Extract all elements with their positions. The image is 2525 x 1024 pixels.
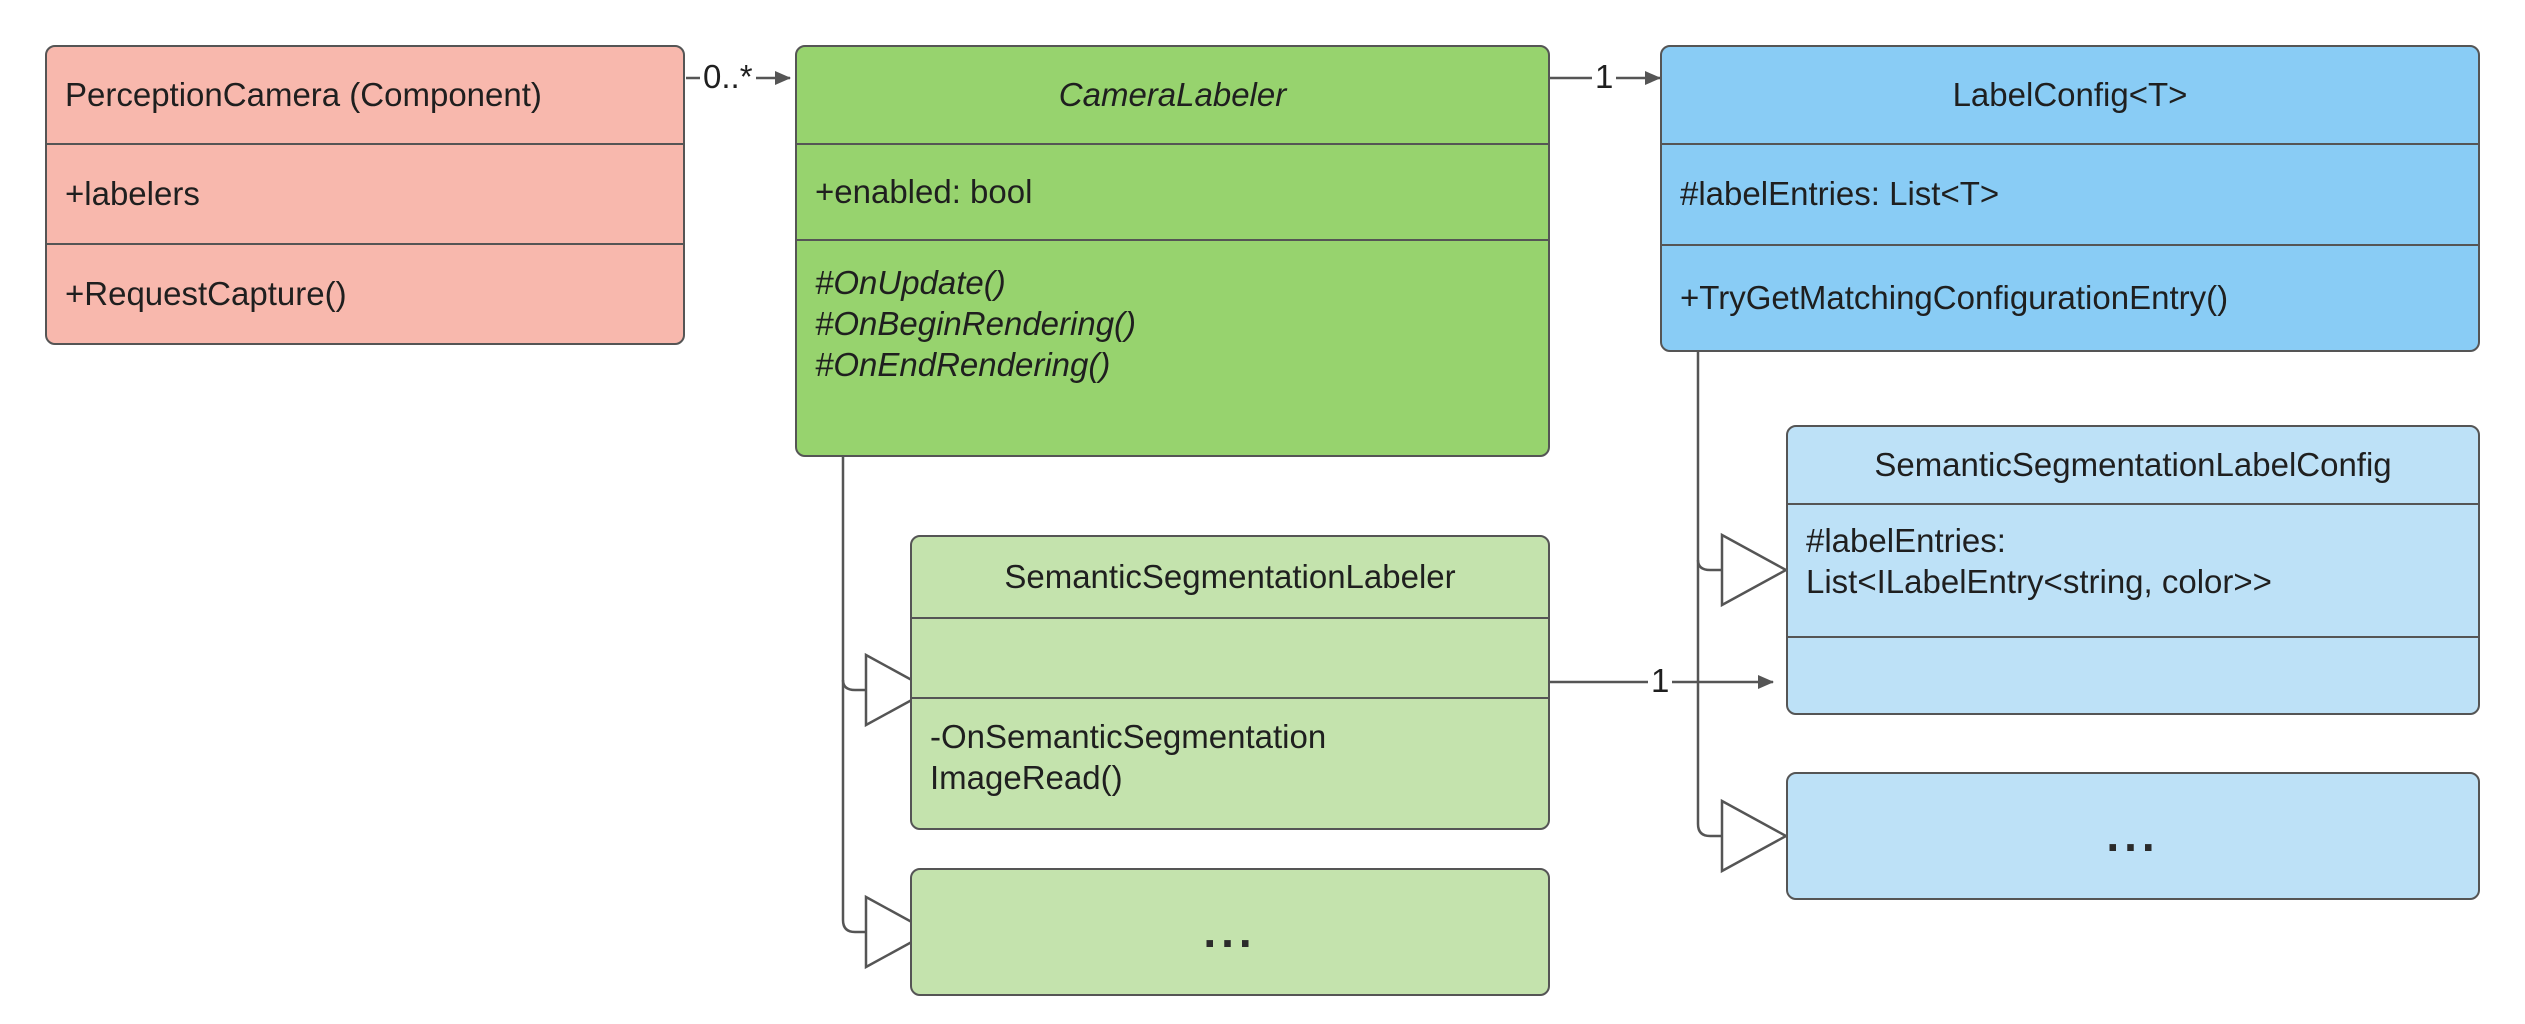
class-box-camera-labeler[interactable]: CameraLabeler +enabled: bool #OnUpdate()… [795,45,1550,457]
class-box-semantic-segmentation-labeler[interactable]: SemanticSegmentationLabeler -OnSemanticS… [910,535,1550,830]
class-title-perception-camera: PerceptionCamera (Component) [65,75,542,113]
class-attributes-label-config: #labelEntries: List<T> [1662,143,2478,244]
edge-label-segmentation-labeler-to-config: 1 [1648,662,1673,700]
class-attributes-semantic-segmentation-label-config: #labelEntries: List<ILabelEntry<string, … [1788,503,2478,636]
class-attributes-perception-camera: +labelers [47,143,683,243]
class-title-semantic-segmentation-labeler: SemanticSegmentationLabeler [1004,557,1456,595]
class-title-semantic-segmentation-label-config: SemanticSegmentationLabelConfig [1874,445,2392,483]
class-attributes-semantic-segmentation-labeler [912,617,1548,697]
class-title-config-ellipsis: ... [2106,809,2160,862]
class-box-config-ellipsis[interactable]: ... [1786,772,2480,900]
edge-label-camera-to-labeler: 0..* [700,58,756,96]
class-operations-label-config: +TryGetMatchingConfigurationEntry() [1662,244,2478,350]
edge-label-labeler-to-config: 1 [1592,58,1617,96]
class-operations-camera-labeler: #OnUpdate() #OnBeginRendering() #OnEndRe… [797,239,1548,455]
class-box-perception-camera[interactable]: PerceptionCamera (Component) +labelers +… [45,45,685,345]
class-attributes-camera-labeler: +enabled: bool [797,143,1548,239]
class-operations-perception-camera: +RequestCapture() [47,243,683,343]
class-title-labeler-ellipsis: ... [1203,905,1257,958]
class-box-semantic-segmentation-label-config[interactable]: SemanticSegmentationLabelConfig #labelEn… [1786,425,2480,715]
class-operations-semantic-segmentation-labeler: -OnSemanticSegmentation ImageRead() [912,697,1548,828]
class-title-camera-labeler: CameraLabeler [1058,75,1287,113]
class-title-label-config: LabelConfig<T> [1952,75,2188,113]
class-box-labeler-ellipsis[interactable]: ... [910,868,1550,996]
class-box-label-config[interactable]: LabelConfig<T> #labelEntries: List<T> +T… [1660,45,2480,352]
class-operations-semantic-segmentation-label-config [1788,636,2478,713]
edge-generalization-label-config [1696,352,1789,874]
